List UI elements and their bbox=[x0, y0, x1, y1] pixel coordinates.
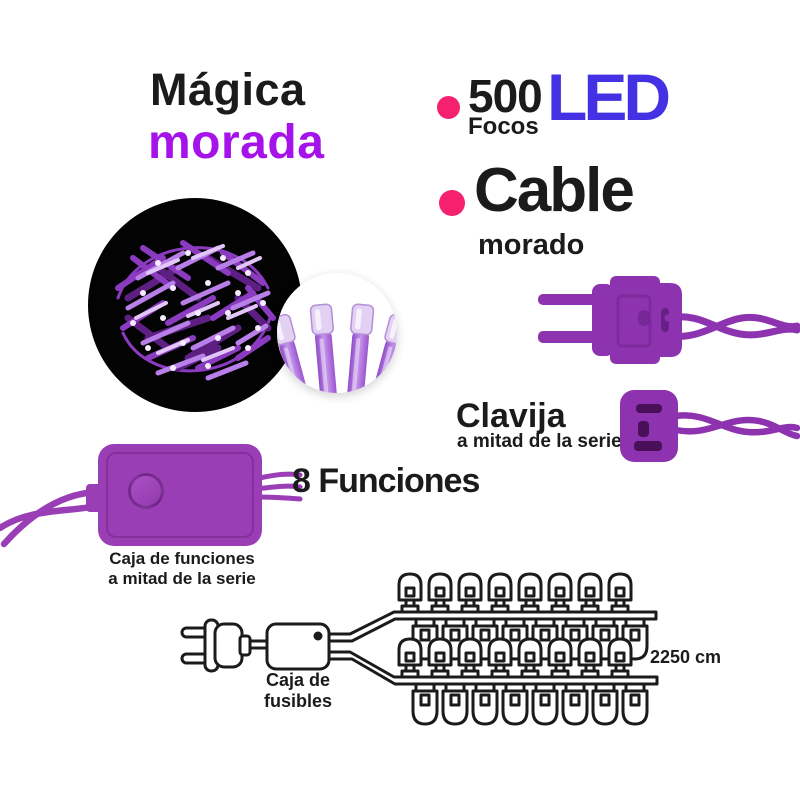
led-bulbs-closeup-photo bbox=[277, 273, 397, 393]
led-type-label: LED bbox=[547, 60, 671, 134]
diagram-wires bbox=[329, 610, 659, 686]
string-length-label: 2250 cm bbox=[650, 647, 722, 667]
led-bulbs-closeup-art bbox=[277, 303, 397, 393]
function-box-button bbox=[128, 473, 164, 509]
wiring-diagram bbox=[180, 572, 659, 726]
function-box-caption: Caja de funciones a mitad de la serie bbox=[92, 549, 272, 589]
diagram-plug bbox=[180, 618, 267, 673]
cable-feature-label: Cable bbox=[474, 156, 635, 225]
fusebox-caption: Caja de fusibles bbox=[250, 670, 346, 712]
fusebox-caption-line1: Caja de bbox=[265, 670, 331, 690]
clavija-title: Clavija bbox=[456, 397, 566, 435]
mid-series-connector-illustration bbox=[620, 390, 800, 462]
clavija-subtitle: a mitad de la serie bbox=[457, 431, 622, 452]
function-box-right-cable bbox=[253, 471, 303, 502]
product-title-line1: Mágica bbox=[150, 64, 306, 115]
product-title-line2: morada bbox=[148, 116, 325, 169]
led-string-bundle-photo bbox=[88, 198, 302, 412]
fusebox-caption-line2: fusibles bbox=[263, 691, 333, 712]
pink-dot-icon bbox=[437, 96, 460, 119]
led-count-unit: Focos bbox=[468, 113, 539, 140]
function-box-left-cable bbox=[0, 484, 102, 548]
power-plug-illustration bbox=[538, 276, 800, 364]
function-box-illustration bbox=[98, 444, 262, 546]
diagram-fusebox bbox=[265, 622, 331, 671]
diagram-bulbs-bottom-rail bbox=[397, 637, 649, 726]
cable-color-label: morado bbox=[478, 229, 585, 261]
pink-dot-icon bbox=[439, 190, 465, 216]
functions-count-label: 8 Funciones bbox=[292, 462, 480, 500]
function-box-caption-line2: a mitad de la serie bbox=[108, 569, 256, 589]
led-count: 500 bbox=[468, 70, 543, 122]
function-box-caption-line1: Caja de funciones bbox=[109, 549, 255, 568]
